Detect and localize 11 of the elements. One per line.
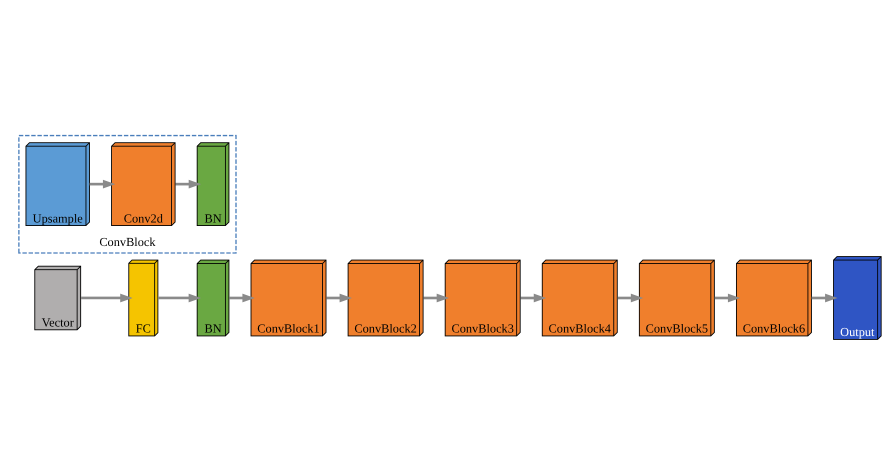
arrow — [158, 294, 202, 302]
arrow — [326, 294, 352, 302]
arrow — [520, 294, 546, 302]
arrow — [618, 294, 644, 302]
arrow — [175, 180, 202, 188]
arrow — [812, 294, 838, 302]
arrow — [423, 294, 450, 302]
arrow — [90, 180, 116, 188]
arrow — [714, 294, 740, 302]
arrow — [81, 294, 133, 302]
arrow — [229, 294, 255, 302]
